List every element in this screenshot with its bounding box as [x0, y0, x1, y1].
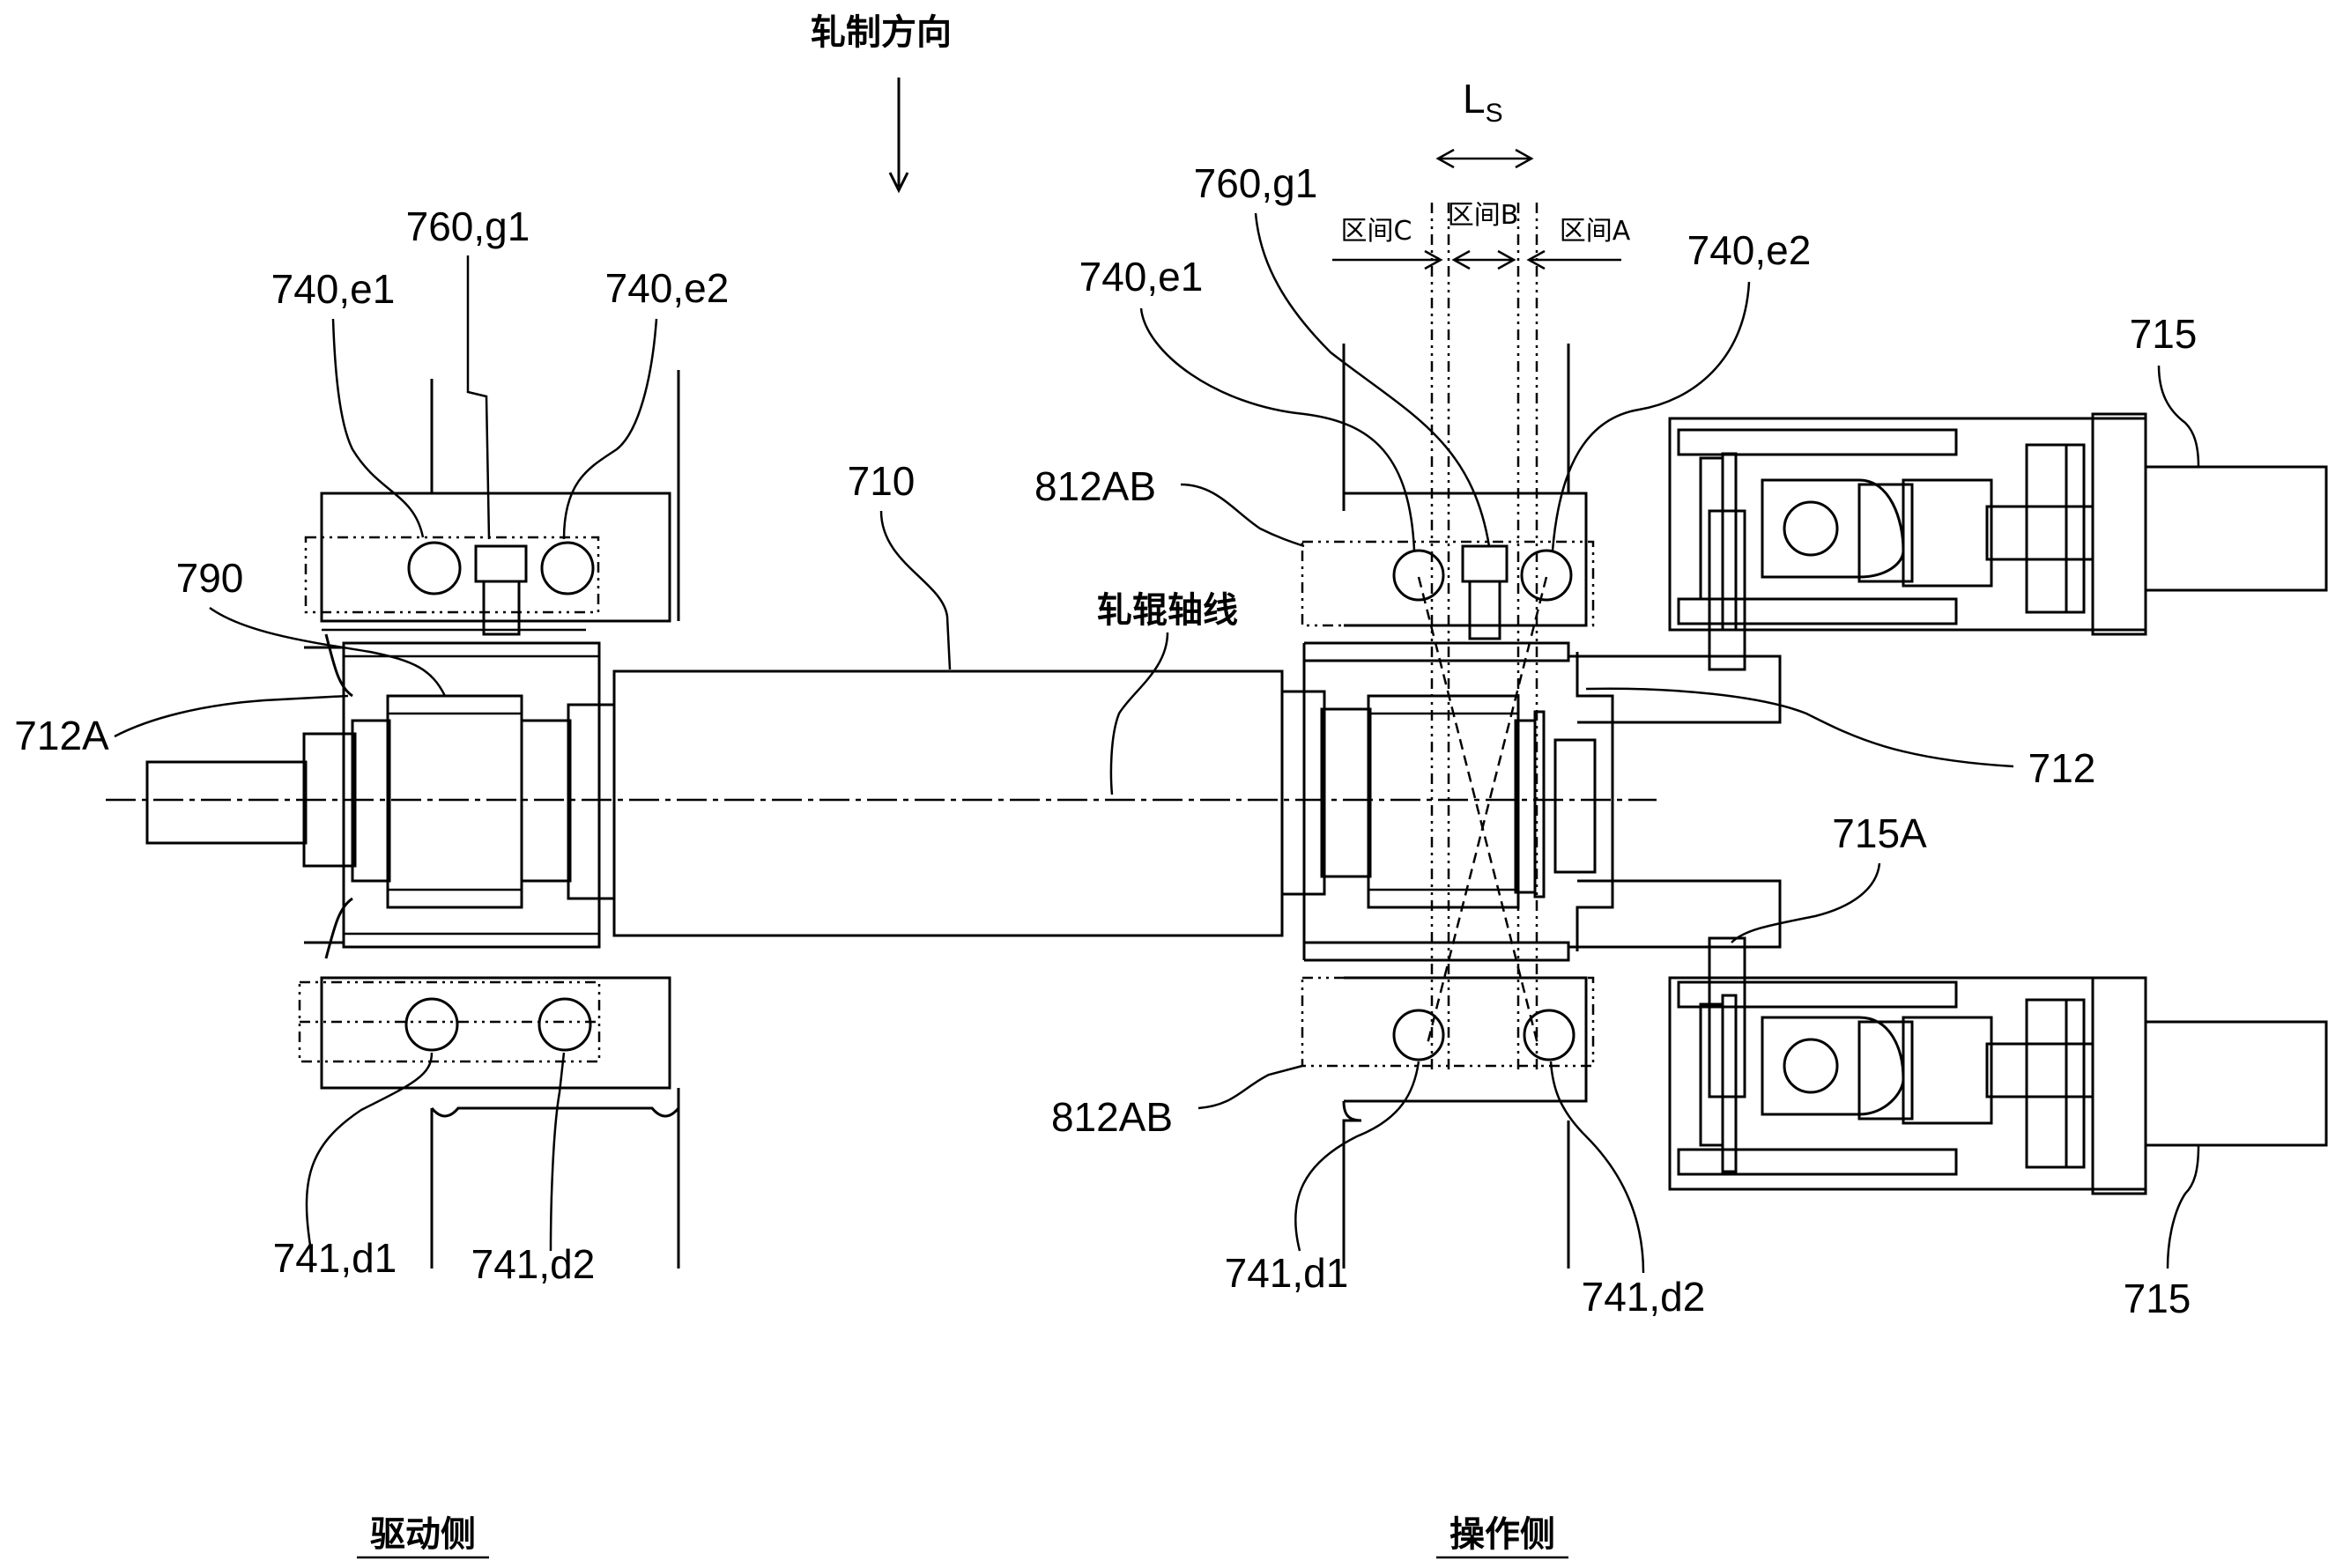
label-712: 712: [2028, 745, 2096, 791]
label-left-741-d1: 741,d1: [273, 1235, 397, 1281]
label-right-760-g1: 760,g1: [1194, 160, 1318, 206]
label-left-741-d2: 741,d2: [471, 1241, 596, 1287]
label-712A: 712A: [14, 713, 109, 758]
label-right-812AB-top: 812AB: [1034, 463, 1156, 509]
label-715-bottom: 715: [2124, 1276, 2191, 1321]
label-left-760-g1: 760,g1: [406, 203, 530, 249]
work-roll: [614, 671, 1282, 936]
section-arrows: [1332, 251, 1621, 269]
section-c-label: 区间C: [1341, 216, 1412, 247]
rolling-direction-label: 轧制方向: [811, 12, 952, 53]
label-right-741-d2: 741,d2: [1582, 1274, 1706, 1320]
cylinder-top: [1670, 414, 2326, 669]
label-715-top: 715: [2130, 311, 2198, 357]
label-right-812AB-bottom: 812AB: [1051, 1094, 1173, 1140]
cylinder-bottom: [1670, 938, 2326, 1194]
operation-side-assembly: [1282, 203, 1780, 1268]
label-right-740-e1: 740,e1: [1079, 254, 1204, 300]
ls-dimension-arrow: [1438, 150, 1531, 167]
section-a-label: 区间A: [1560, 216, 1631, 247]
ls-dimension-label: LS: [1463, 76, 1503, 128]
drive-side-assembly: [147, 370, 678, 1268]
label-right-741-d1: 741,d1: [1225, 1250, 1349, 1296]
operation-side-label: 操作侧: [1449, 1514, 1555, 1555]
label-left-740-e1: 740,e1: [271, 266, 396, 312]
label-left-740-e2: 740,e2: [605, 265, 730, 311]
section-b-label: 区间B: [1448, 200, 1519, 231]
label-right-740-e2: 740,e2: [1687, 227, 1812, 273]
rolling-direction-arrow: [890, 78, 908, 190]
roll-axis-label: 轧辊轴线: [1097, 590, 1238, 631]
drive-side-label: 驱动侧: [370, 1514, 476, 1555]
label-790: 790: [176, 555, 244, 601]
label-715A: 715A: [1832, 810, 1927, 856]
label-710: 710: [848, 458, 916, 504]
